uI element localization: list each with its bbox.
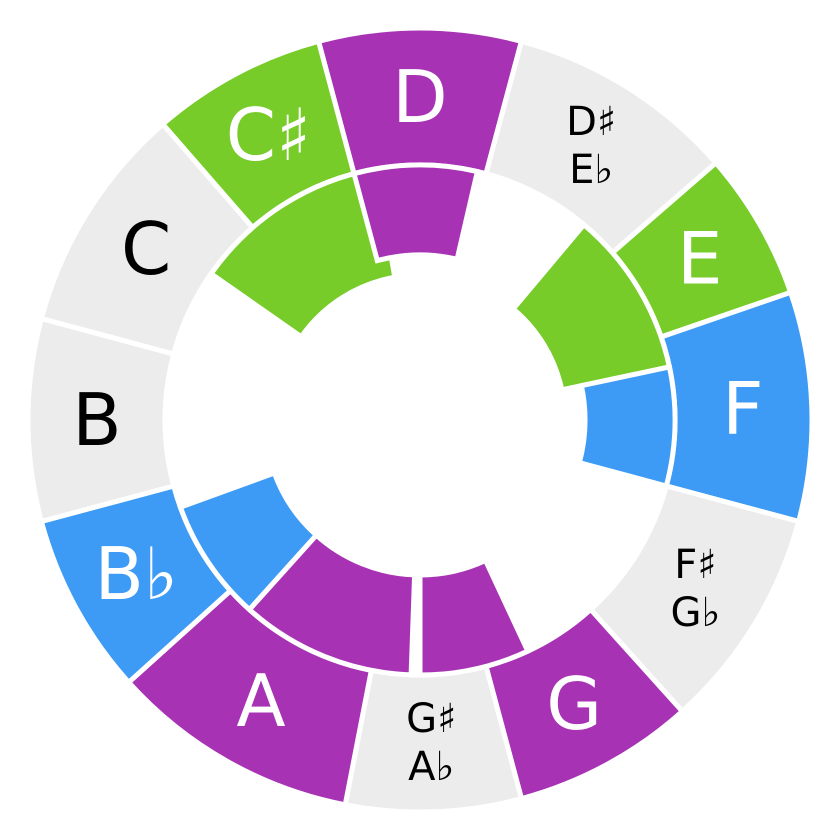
note-label-d#-eb-2: E♭ [569, 147, 613, 193]
inner-wedge-bb-6 [177, 469, 320, 614]
note-label-c: C [121, 207, 171, 291]
note-label-f#-gb-2: G♭ [670, 590, 720, 636]
note-label-g#-ab-2: A♭ [408, 744, 454, 790]
outer-ring [25, 25, 815, 815]
note-label-b: B [72, 378, 121, 462]
note-label-d: D [392, 55, 447, 139]
note-label-bb: B♭ [94, 532, 177, 616]
inner-wedge-g-4 [417, 557, 532, 678]
note-labels: D D♯E♭ EF F♯G♭ G G♯A♭ A B♭ B C C♯ [72, 55, 763, 790]
note-label-c#: C♯ [226, 93, 311, 177]
note-label-f: F [722, 367, 763, 451]
note-label-d#-eb-1: D♯ [566, 99, 616, 145]
note-label-a: A [236, 659, 285, 743]
note-label-e: E [677, 217, 723, 301]
note-label-g#-ab-1: G♯ [406, 696, 456, 742]
inner-wedge-f-3 [576, 364, 678, 490]
inner-wedge-d-1 [350, 162, 481, 264]
note-label-g: G [546, 662, 602, 746]
note-label-f#-gb-1: F♯ [674, 542, 716, 588]
inner-ring [177, 162, 678, 678]
